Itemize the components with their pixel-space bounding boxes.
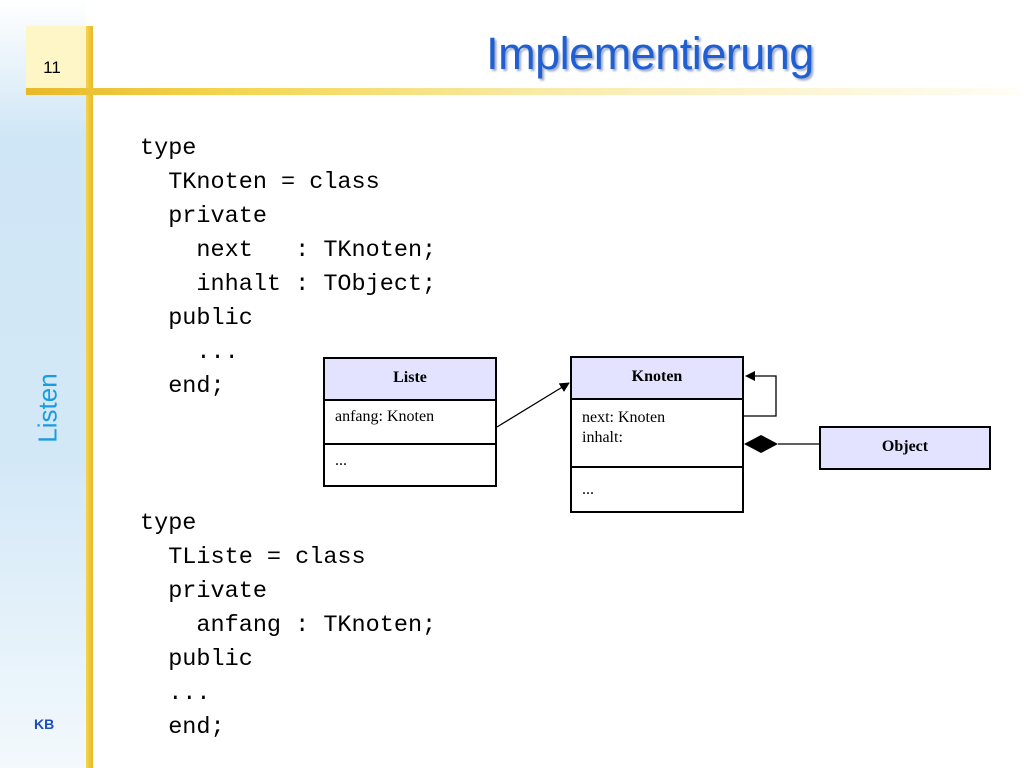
uml-attribute: anfang: Knoten bbox=[335, 408, 435, 425]
page-number-box bbox=[26, 26, 88, 92]
page-number: 11 bbox=[43, 58, 61, 77]
code-line: type bbox=[140, 510, 197, 537]
code-line: type bbox=[140, 135, 197, 162]
code-line: TKnoten = class bbox=[140, 169, 380, 196]
section-label: Listen bbox=[32, 373, 63, 443]
uml-class-liste: Liste anfang: Knoten ... bbox=[323, 357, 497, 487]
author-initials: KB bbox=[34, 716, 55, 732]
code-line: ... bbox=[140, 680, 211, 707]
code-line: anfang : TKnoten; bbox=[140, 612, 437, 639]
code-line: next : TKnoten; bbox=[140, 237, 437, 264]
composition-diamond bbox=[744, 435, 778, 453]
uml-class-knoten: Knoten next: Knoten inhalt: ... bbox=[570, 356, 744, 513]
uml-operations: ... bbox=[335, 452, 347, 469]
code-line: inhalt : TObject; bbox=[140, 271, 437, 298]
code-line: private bbox=[140, 578, 267, 605]
uml-class-name: Liste bbox=[325, 359, 495, 401]
sidebar-background bbox=[0, 0, 86, 768]
code-line: TListe = class bbox=[140, 544, 366, 571]
slide-title: Implementierung bbox=[486, 28, 814, 79]
code-line: ... bbox=[140, 339, 239, 366]
uml-class-object: Object bbox=[819, 426, 991, 470]
uml-attribute: next: Knoten bbox=[582, 409, 666, 426]
vertical-accent-bar bbox=[86, 26, 93, 768]
association-liste-knoten bbox=[496, 382, 570, 428]
uml-attributes: next: Knoten inhalt: bbox=[572, 400, 742, 468]
uml-attribute: inhalt: bbox=[582, 429, 623, 446]
code-line: public bbox=[140, 305, 253, 332]
code-line: private bbox=[140, 203, 267, 230]
code-line: end; bbox=[140, 373, 225, 400]
horizontal-accent-bar bbox=[26, 88, 1020, 95]
uml-attributes: anfang: Knoten bbox=[325, 401, 495, 445]
code-line: public bbox=[140, 646, 253, 673]
code-line: end; bbox=[140, 714, 225, 741]
uml-class-name: Knoten bbox=[572, 358, 742, 400]
uml-operations: ... bbox=[582, 481, 594, 498]
self-association-knoten bbox=[744, 371, 777, 417]
